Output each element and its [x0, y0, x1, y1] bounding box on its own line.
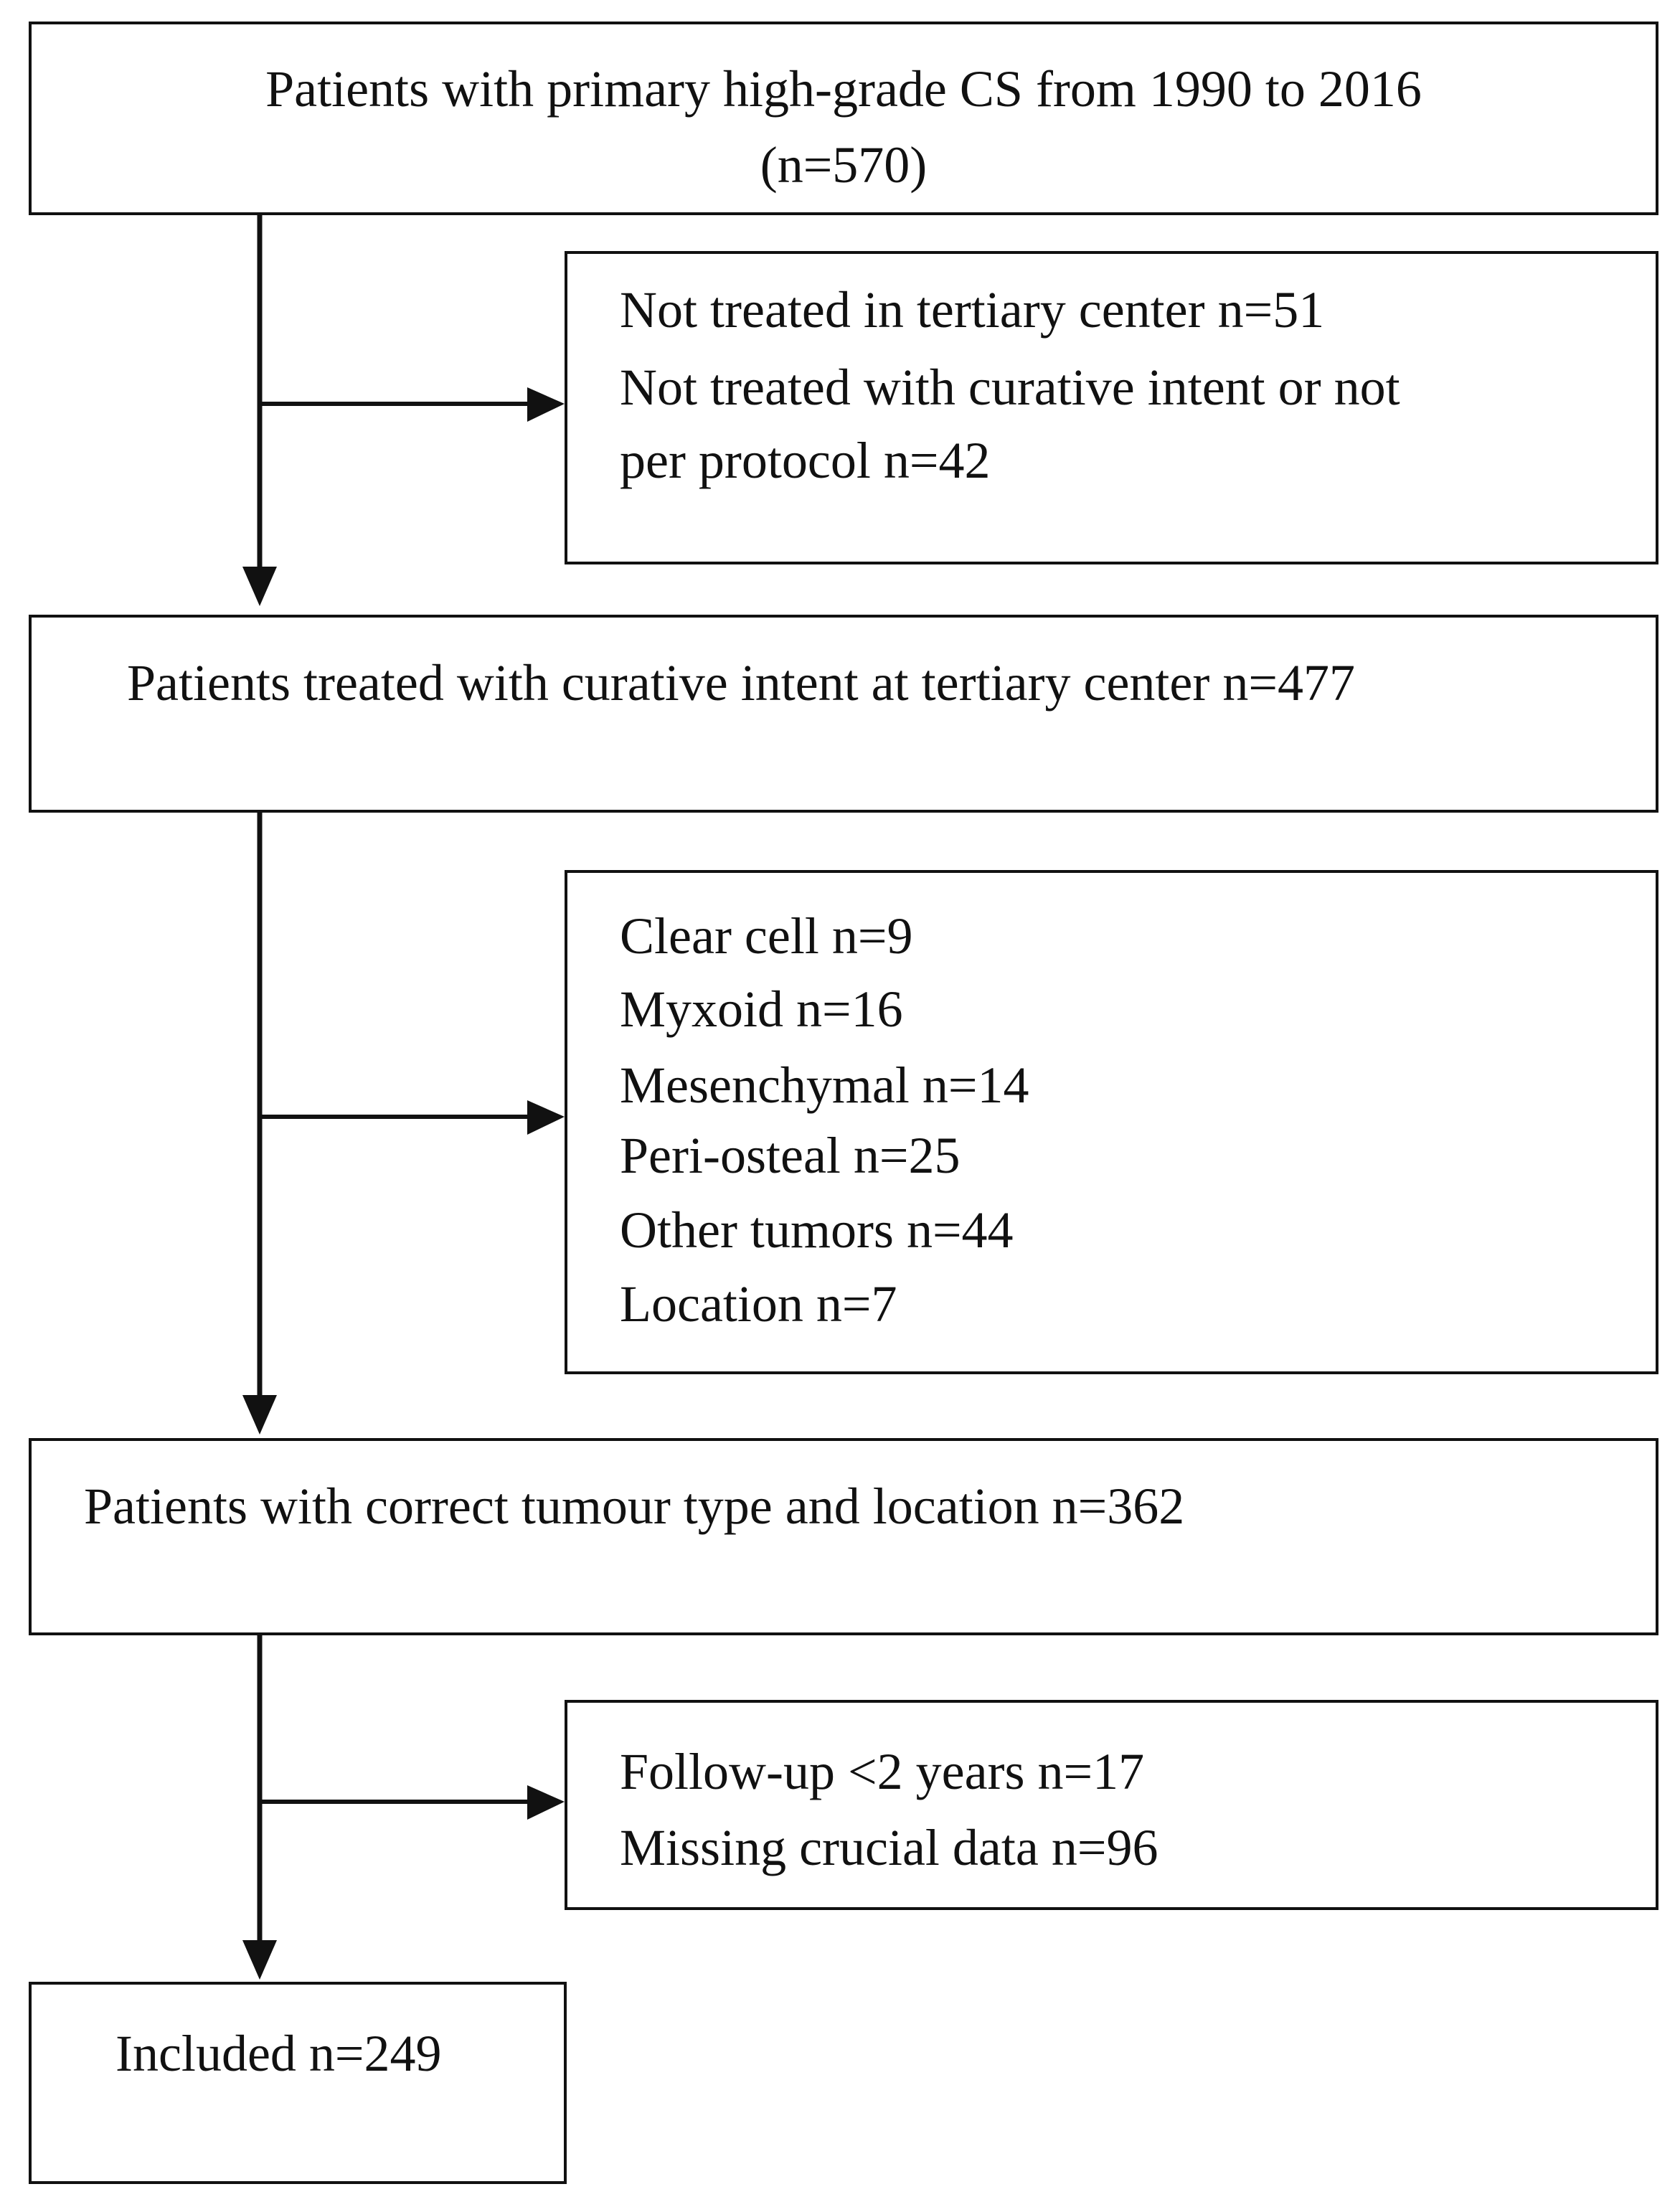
exclusion-2-item: Clear cell n=9 — [620, 907, 913, 965]
exclusion-box-1: Not treated in tertiary center n=51 Not … — [565, 251, 1658, 564]
arrowhead-down-1 — [242, 567, 277, 606]
included-box: Included n=249 — [29, 1982, 567, 2184]
curative-intent-line: Patients treated with curative intent at… — [127, 654, 1355, 712]
correct-tumour-line: Patients with correct tumour type and lo… — [84, 1478, 1185, 1535]
arrowhead-down-2 — [242, 1395, 277, 1435]
exclusion-3-line2: Missing crucial data n=96 — [620, 1819, 1158, 1876]
exclusion-2-item: Myxoid n=16 — [620, 980, 903, 1038]
correct-tumour-box: Patients with correct tumour type and lo… — [29, 1438, 1658, 1635]
start-box-line1: Patients with primary high-grade CS from… — [265, 60, 1422, 118]
exclusion-1-line2: Not treated with curative intent or not — [620, 359, 1400, 416]
exclusion-2-item: Other tumors n=44 — [620, 1201, 1014, 1259]
included-line: Included n=249 — [115, 2025, 442, 2082]
exclusion-2-item: Mesenchymal n=14 — [620, 1057, 1029, 1114]
arrowhead-down-3 — [242, 1940, 277, 1980]
exclusion-1-line3: per protocol n=42 — [620, 432, 991, 489]
exclusion-box-2: Clear cell n=9 Myxoid n=16 Mesenchymal n… — [565, 870, 1658, 1374]
exclusion-1-line1: Not treated in tertiary center n=51 — [620, 281, 1325, 339]
exclusion-2-item: Location n=7 — [620, 1275, 897, 1333]
arrowhead-right-3 — [527, 1785, 565, 1820]
arrowhead-right-1 — [527, 387, 565, 422]
exclusion-2-item: Peri-osteal n=25 — [620, 1127, 961, 1184]
start-box: Patients with primary high-grade CS from… — [29, 22, 1658, 215]
exclusion-box-3: Follow-up <2 years n=17 Missing crucial … — [565, 1700, 1658, 1910]
curative-intent-box: Patients treated with curative intent at… — [29, 615, 1658, 813]
start-box-line2: (n=570) — [760, 136, 928, 194]
arrowhead-right-2 — [527, 1100, 565, 1135]
exclusion-3-line1: Follow-up <2 years n=17 — [620, 1743, 1145, 1800]
